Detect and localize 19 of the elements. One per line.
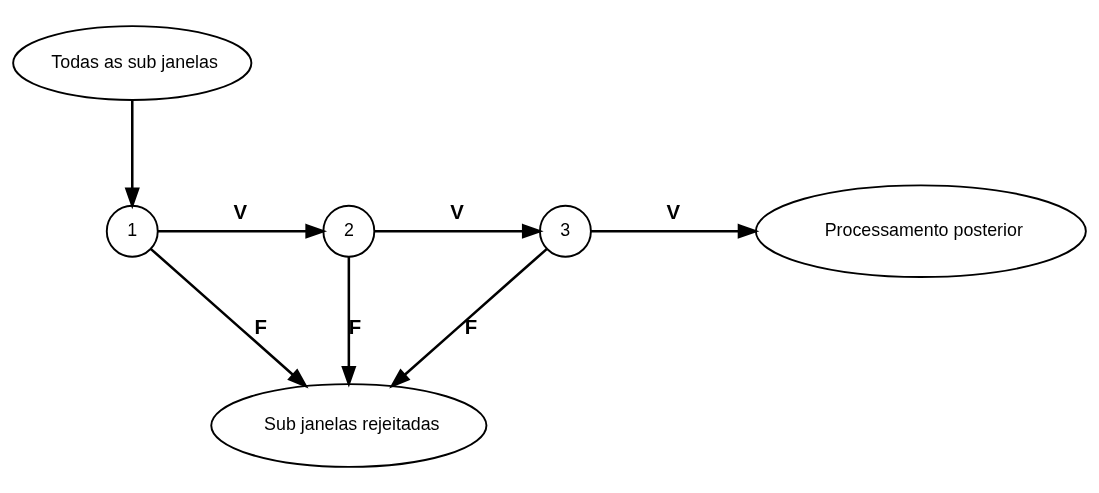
arrow [157,223,328,239]
edge-label: F [348,316,362,339]
arrow [374,223,544,239]
arrow [124,100,140,210]
node-circle: 2 [322,204,376,258]
edge-label: V [233,201,248,224]
node-ellipse: Todas as sub janelas [12,25,253,101]
arrow [149,247,309,389]
node-ellipse: Processamento posterior [754,184,1087,279]
edge-label: V [666,201,680,224]
node-ellipse: Sub janelas rejeitadas [210,383,488,468]
arrow [389,247,548,389]
edge-label: F [464,316,478,339]
node-circle: 3 [539,204,592,258]
node-circle: 1 [105,204,159,258]
edge-label: F [254,316,268,339]
arrow [341,256,357,388]
arrow [591,223,760,239]
edge-label: V [450,201,464,224]
